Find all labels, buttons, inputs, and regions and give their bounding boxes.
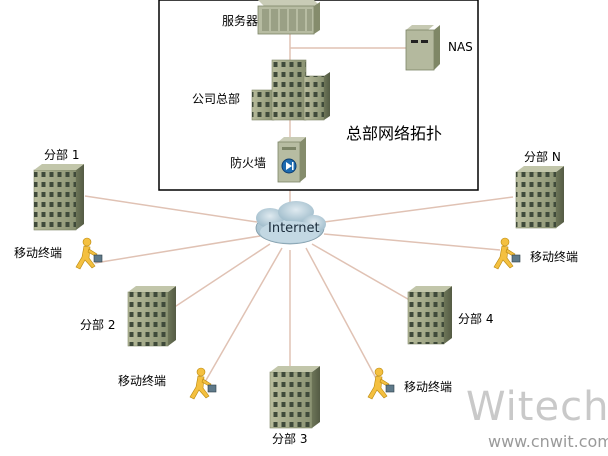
branch-building-1-icon <box>33 164 84 231</box>
firewall-label: 防火墙 <box>230 156 267 170</box>
branch-4-label: 分部 4 <box>458 312 494 326</box>
branch-building-n-icon <box>515 166 564 229</box>
network-links <box>84 182 514 383</box>
internet-label: Internet <box>268 221 320 236</box>
branch-1-label: 分部 1 <box>44 148 80 162</box>
mobile-terminal-1-icon <box>75 237 103 270</box>
link-mobile-1 <box>94 235 261 264</box>
link-branch-4 <box>311 243 414 303</box>
branch-building-3-icon <box>269 366 320 429</box>
firewall-icon <box>277 137 306 183</box>
hq-building-icon <box>251 59 330 121</box>
nas-label: NAS <box>448 40 473 54</box>
mobile-terminal-3-icon <box>367 367 395 400</box>
server-rack-icon <box>257 0 320 35</box>
mobile-terminal-1-label: 移动终端 <box>14 246 63 260</box>
link-branch-1 <box>84 195 258 223</box>
mobile-terminal-2-icon <box>189 367 217 400</box>
hq-label: 公司总部 <box>192 92 241 106</box>
link-mobile-3 <box>305 247 379 383</box>
mobile-terminal-2-label: 移动终端 <box>118 374 167 388</box>
link-mobile-n <box>323 233 501 251</box>
link-branch-2 <box>169 243 271 311</box>
server-label: 服务器 <box>222 14 259 28</box>
branch-3-label: 分部 3 <box>272 432 308 446</box>
link-mobile-2 <box>204 247 283 383</box>
watermark-brand: Witech <box>466 384 608 430</box>
nas-icon <box>405 25 440 71</box>
branch-building-2-icon <box>127 286 176 347</box>
watermark-url: www.cnwit.com <box>488 432 608 451</box>
branch-n-label: 分部 N <box>524 150 561 164</box>
branch-building-4-icon <box>407 286 452 345</box>
mobile-terminal-3-label: 移动终端 <box>404 380 453 394</box>
internet-cloud-icon <box>255 201 326 245</box>
hq-topology-title: 总部网络拓扑 <box>346 124 443 143</box>
mobile-terminal-n-label: 移动终端 <box>530 250 579 264</box>
link-branch-n <box>323 196 514 223</box>
branch-2-label: 分部 2 <box>80 318 116 332</box>
mobile-terminal-n-icon <box>493 237 521 270</box>
